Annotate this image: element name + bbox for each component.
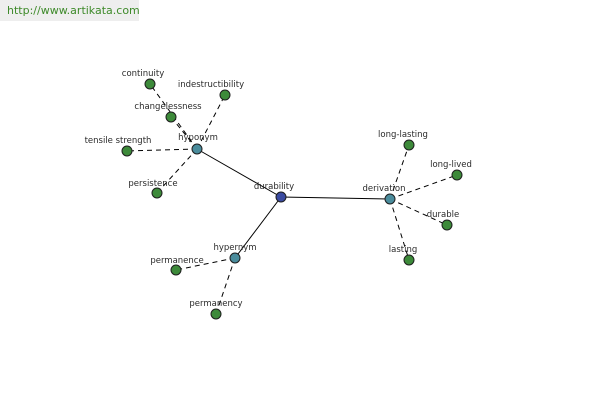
graph-edges [126, 83, 458, 315]
word-node-lasting[interactable]: lasting [389, 245, 417, 266]
edge-derivation-long-lived [389, 174, 458, 200]
word-node-label: changelessness [134, 102, 202, 112]
word-node-circle[interactable] [151, 187, 163, 199]
word-node-circle[interactable] [121, 145, 133, 157]
relation-node-derivation[interactable]: derivation [362, 184, 406, 205]
url-banner: http://www.artikata.com [0, 0, 140, 21]
word-node-durable[interactable]: durable [427, 210, 459, 231]
edge-hypernym-permanency [215, 257, 236, 315]
edge-hyponym-indestructibility [196, 94, 226, 150]
relation-node-circle[interactable] [384, 193, 396, 205]
edge-hyponym-tensile-strength [126, 148, 198, 152]
relation-node-circle[interactable] [191, 143, 203, 155]
edge-durability-hypernym [234, 196, 282, 259]
word-node-label: tensile strength [85, 136, 152, 146]
word-node-circle[interactable] [210, 308, 222, 320]
word-node-label: continuity [122, 69, 164, 79]
word-node-circle[interactable] [451, 169, 463, 181]
root-node-label: durability [254, 182, 294, 192]
word-node-label: indestructibility [178, 80, 244, 90]
edge-hypernym-permanence [175, 257, 236, 271]
edge-durability-hyponym [196, 148, 282, 198]
word-node-circle[interactable] [170, 264, 182, 276]
word-node-label: persistence [128, 179, 177, 189]
word-node-persistence[interactable]: persistence [128, 179, 178, 199]
word-node-label: long-lived [430, 160, 472, 170]
relation-node-label: hyponym [178, 133, 218, 143]
word-node-circle[interactable] [403, 139, 415, 151]
word-node-permanency[interactable]: permanency [189, 299, 243, 320]
edge-derivation-durable [389, 198, 448, 226]
word-node-label: lasting [389, 245, 417, 255]
word-node-tensile-strength[interactable]: tensile strength [85, 136, 152, 157]
word-node-label: permanence [150, 256, 203, 266]
word-node-permanence[interactable]: permanence [150, 256, 204, 276]
word-node-indestructibility[interactable]: indestructibility [178, 80, 244, 101]
relation-node-hyponym[interactable]: hyponym [178, 133, 218, 155]
word-node-label: durable [427, 210, 459, 220]
word-node-circle[interactable] [441, 219, 453, 231]
edge-hyponym-changelessness [170, 116, 198, 150]
relation-node-hypernym[interactable]: hypernym [213, 243, 257, 264]
word-node-circle[interactable] [144, 78, 156, 90]
edge-derivation-long-lasting [389, 144, 410, 200]
word-node-label: permanency [189, 299, 242, 309]
word-node-long-lasting[interactable]: long-lasting [378, 130, 428, 151]
word-node-changelessness[interactable]: changelessness [134, 102, 202, 123]
word-node-label: long-lasting [378, 130, 428, 140]
root-node-durability[interactable]: durability [254, 182, 294, 203]
word-node-circle[interactable] [165, 111, 177, 123]
word-node-circle[interactable] [403, 254, 415, 266]
word-node-continuity[interactable]: continuity [122, 69, 164, 90]
edge-derivation-lasting [389, 198, 410, 261]
relation-node-label: derivation [362, 184, 405, 194]
relation-node-label: hypernym [213, 243, 256, 253]
site-url-link[interactable]: http://www.artikata.com [7, 4, 140, 17]
edge-durability-derivation [280, 196, 391, 200]
word-node-circle[interactable] [219, 89, 231, 101]
root-node-circle[interactable] [275, 191, 287, 203]
graph-nodes: continuity indestructibility changelessnes… [85, 69, 472, 320]
relation-node-circle[interactable] [229, 252, 241, 264]
word-node-long-lived[interactable]: long-lived [430, 160, 472, 181]
edge-hyponym-persistence [156, 148, 198, 194]
